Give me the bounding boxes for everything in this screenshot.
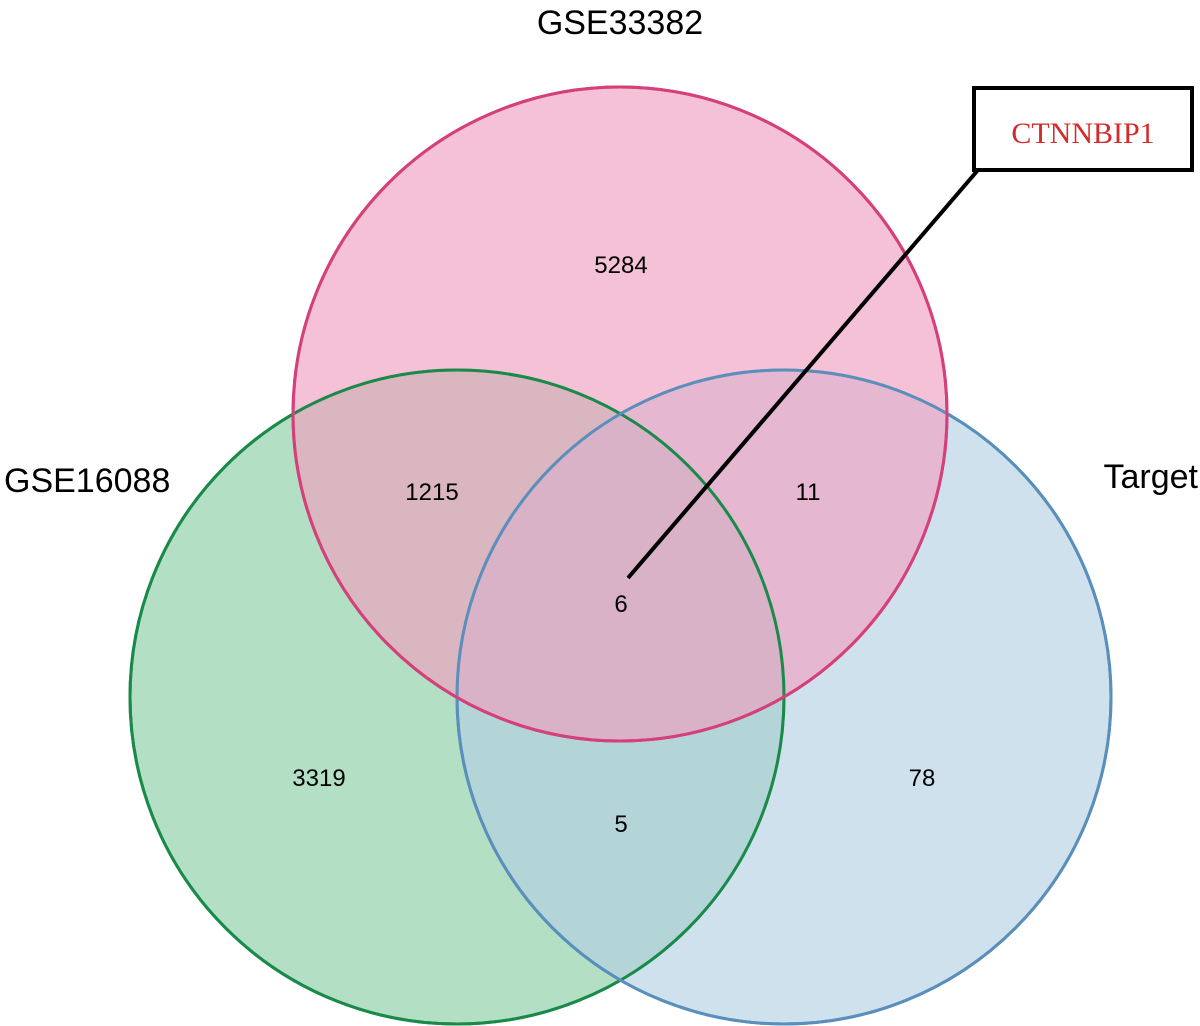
- callout-leader-line: [626, 168, 980, 580]
- gse33382-target-count: 11: [796, 479, 821, 506]
- gse33382-only-count: 5284: [594, 252, 647, 279]
- all-three-count: 6: [614, 591, 627, 618]
- gse33382-label: GSE33382: [537, 4, 703, 42]
- gse33382-gse16088-count: 1215: [405, 479, 458, 506]
- target-only-count: 78: [909, 765, 936, 792]
- callout-gene-label: CTNNBIP1: [1011, 117, 1154, 150]
- gse33382-outline: [291, 85, 949, 743]
- target-label: Target: [1104, 458, 1199, 496]
- gse16088-label: GSE16088: [4, 462, 170, 500]
- gse16088-only-count: 3319: [292, 765, 345, 792]
- callout-box: [972, 86, 1194, 172]
- gse16088-target-count: 5: [614, 811, 627, 838]
